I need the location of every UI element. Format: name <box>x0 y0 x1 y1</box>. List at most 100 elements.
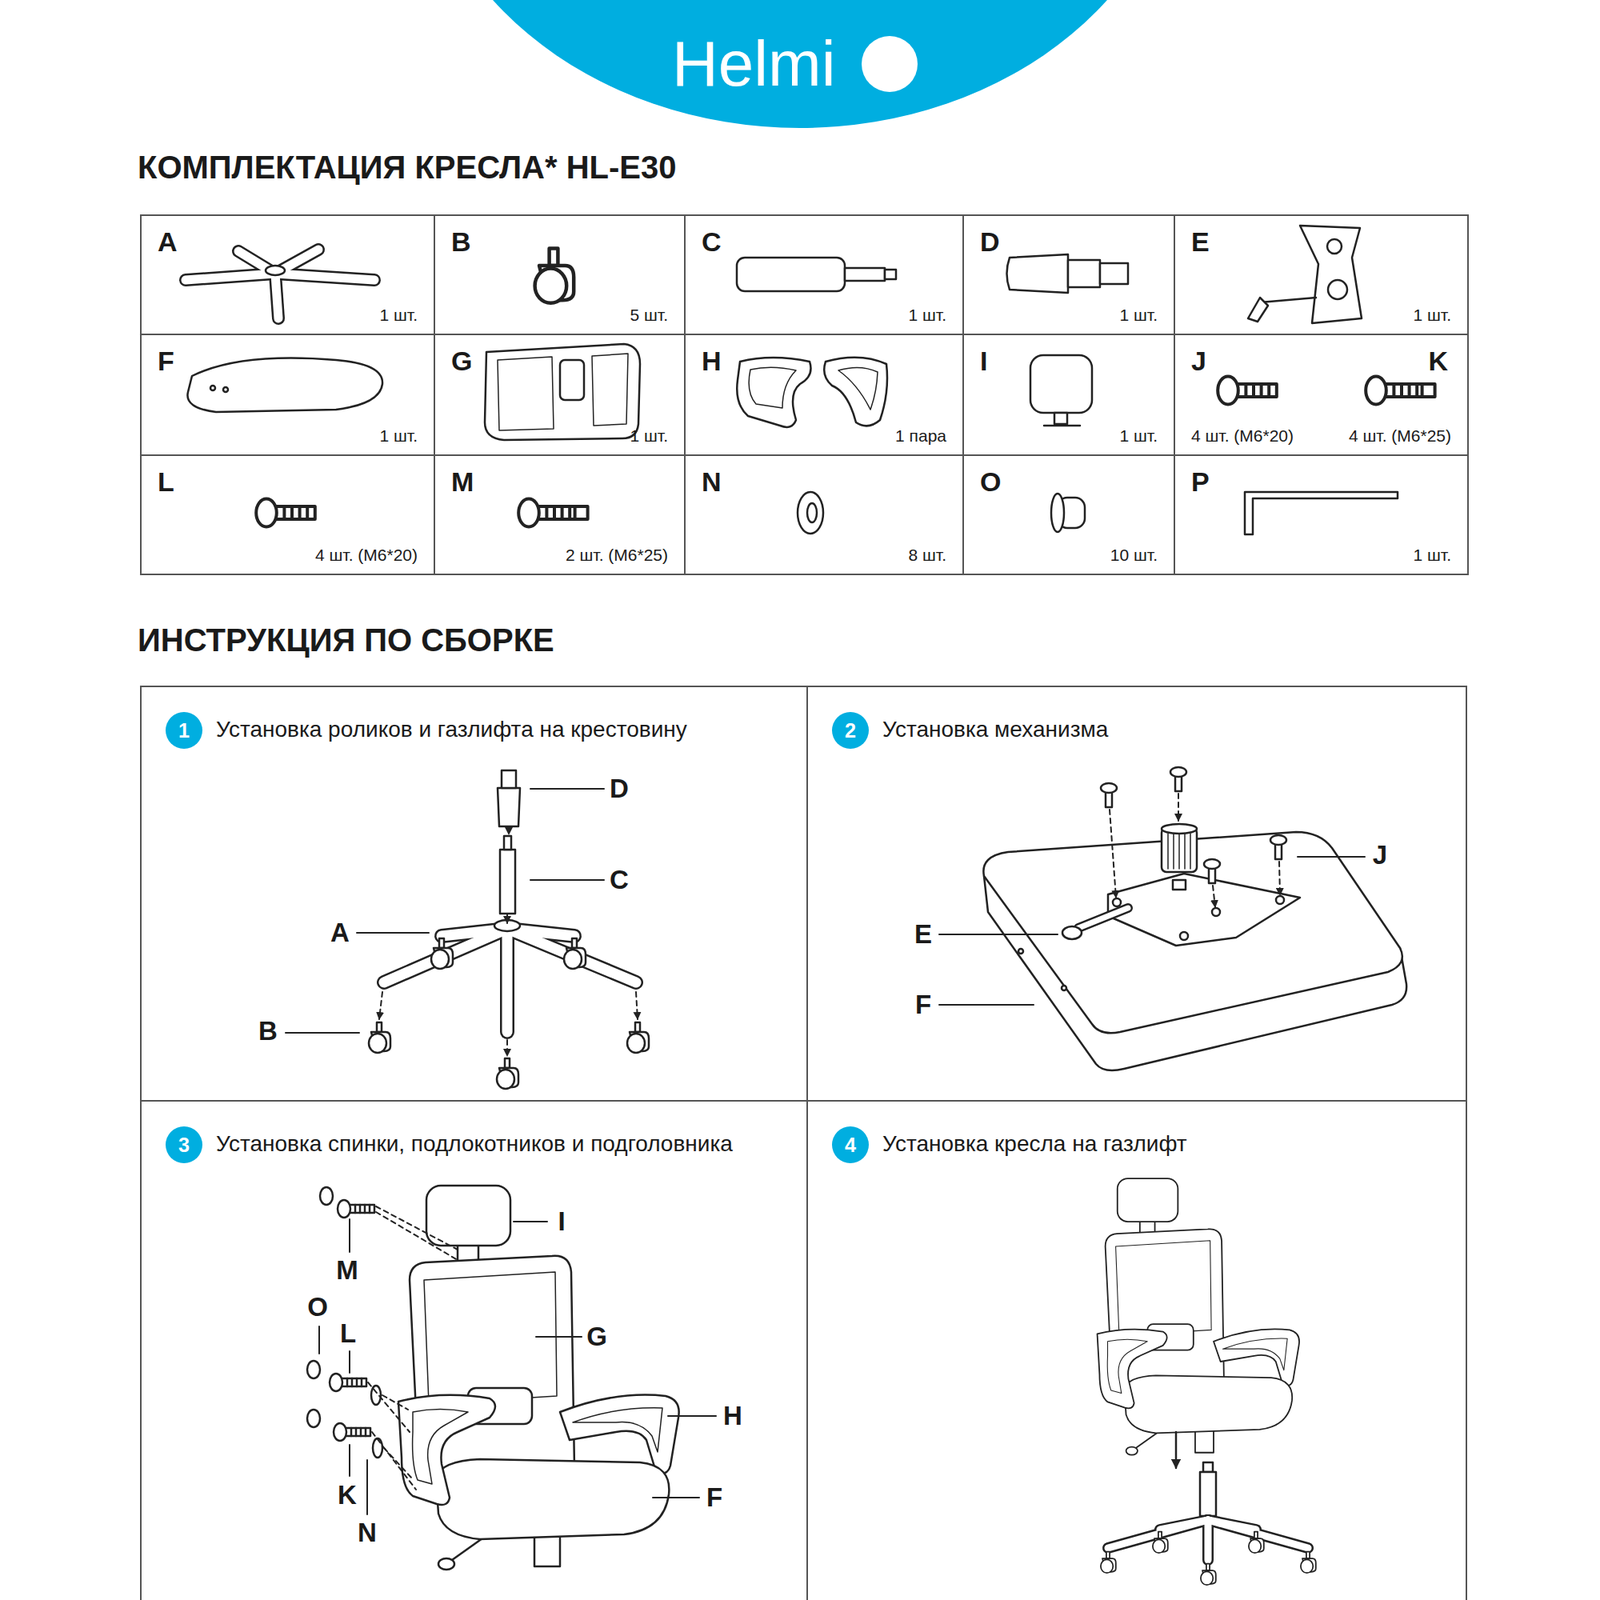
part-quantity: 1 шт. <box>380 304 419 326</box>
step-number-text: 2 <box>832 712 869 749</box>
step-title: Установка спинки, подлокотников и подгол… <box>216 1130 733 1158</box>
step-number-text: 1 <box>165 712 203 749</box>
callout-letter: F <box>704 1483 724 1512</box>
step-title: Установка роликов и газлифта на крестови… <box>216 716 688 744</box>
part-cell: L 4 шт. (M6*20) <box>140 454 436 576</box>
logo-shape <box>416 0 1184 128</box>
part-quantity: 1 шт. <box>908 304 948 326</box>
part-cell: P 1 шт. <box>1173 454 1469 576</box>
part-quantity: 4 шт. (M6*20) <box>1191 425 1294 447</box>
step2-illustration <box>939 767 1407 1071</box>
step-title: Установка кресла на газлифт <box>882 1130 1188 1158</box>
brand-logo: Helmi <box>672 28 836 100</box>
part-cell: H 1 пара <box>684 333 964 456</box>
part-letter: H <box>701 344 722 377</box>
step-number-text: 3 <box>165 1126 203 1164</box>
part-letter: O <box>980 465 1001 498</box>
callout-letter: H <box>721 1401 744 1431</box>
part-letter: A <box>157 225 178 258</box>
part-letter: I <box>980 344 988 377</box>
part-letter: K <box>1428 344 1448 377</box>
part-letter: F <box>157 344 175 377</box>
part-quantity: 5 шт. <box>630 304 669 326</box>
page-title: КОМПЛЕКТАЦИЯ КРЕСЛА* HL-E30 <box>137 148 677 187</box>
step-number: 1 <box>165 712 203 749</box>
part-quantity: 4 шт. (M6*20) <box>315 544 418 566</box>
step-panel: Установка спинки, подлокотников и подгол… <box>140 1100 808 1600</box>
callout-letter: N <box>356 1518 379 1548</box>
part-letter: M <box>451 465 474 498</box>
part-p-hexkey <box>1244 492 1398 535</box>
step-number: 2 <box>832 712 869 749</box>
part-cell: B 5 шт. <box>433 214 686 336</box>
part-m-screw <box>518 498 588 527</box>
part-n-washer <box>797 492 824 534</box>
section-heading: ИНСТРУКЦИЯ ПО СБОРКЕ <box>137 620 555 660</box>
part-k-screw <box>1365 376 1435 404</box>
step-number: 4 <box>832 1126 869 1164</box>
callout-letter: L <box>338 1319 358 1348</box>
callout-letter: B <box>256 1016 280 1046</box>
part-quantity: 1 шт. <box>1120 425 1159 447</box>
part-j-screw <box>1217 376 1277 404</box>
part-quantity: 10 шт. <box>1110 544 1158 566</box>
step-number-text: 4 <box>832 1126 869 1164</box>
part-letter: D <box>980 225 1000 258</box>
part-quantity: 8 шт. <box>908 544 948 566</box>
part-f-seat <box>187 358 383 413</box>
part-e-mechanism <box>1248 225 1362 324</box>
callout-letter: J <box>1371 840 1389 870</box>
callout-letter: K <box>336 1480 359 1510</box>
step3-illustration <box>307 1185 716 1570</box>
logo-band: Helmi <box>672 28 864 100</box>
part-letter: G <box>451 344 472 377</box>
part-h-armrests <box>736 357 888 428</box>
part-quantity: 1 шт. <box>1413 304 1452 326</box>
part-quantity: 2 шт. (M6*25) <box>565 544 668 566</box>
part-cell: G1 шт. <box>433 333 686 456</box>
part-b-caster <box>535 248 575 303</box>
step-number: 3 <box>165 1126 203 1164</box>
callout-letter: O <box>305 1292 330 1322</box>
part-quantity: 1 шт. <box>380 425 419 447</box>
part-c-gaslift <box>736 257 896 292</box>
part-cell: O 10 шт. <box>962 454 1176 576</box>
part-cell: J K 4 шт. (M6*20) 4 шт. (M6*25) <box>1173 333 1469 456</box>
part-cell: E 1 шт. <box>1173 214 1469 336</box>
part-cell: F 1 шт. <box>140 333 436 456</box>
part-i-headrest <box>1030 355 1092 426</box>
part-letter: J <box>1191 344 1207 377</box>
callout-letter: G <box>584 1322 609 1352</box>
part-quantity: 1 шт. <box>1413 544 1452 566</box>
part-letter: L <box>157 465 175 498</box>
part-letter: B <box>451 225 472 258</box>
part-letter: C <box>701 225 722 258</box>
part-quantity: 4 шт. (M6*25) <box>1348 425 1452 447</box>
part-d-cover <box>1007 254 1129 293</box>
part-letter: N <box>701 465 722 498</box>
callout-letter: M <box>334 1256 360 1285</box>
part-l-screw <box>256 498 316 527</box>
part-a-base <box>185 249 375 319</box>
part-quantity: 1 шт. <box>1120 304 1159 326</box>
callout-letter: C <box>608 865 631 895</box>
callout-letter: I <box>556 1207 567 1236</box>
part-letter: E <box>1191 225 1210 258</box>
step-panel: Установка роликов и газлифта на крестови… <box>140 685 808 1102</box>
step-panel: Установка кресла на газлифт 4 <box>806 1100 1468 1600</box>
step-title: Установка механизма <box>882 716 1108 744</box>
part-letter: P <box>1191 465 1210 498</box>
part-cell: N 8 шт. <box>684 454 964 576</box>
callout-letter: E <box>912 920 934 949</box>
part-cell: D 1 шт. <box>962 214 1176 336</box>
part-quantity: 1 пара <box>895 425 947 447</box>
callout-letter: D <box>608 774 631 804</box>
part-cell: A 1 шт. <box>140 214 436 336</box>
part-cell: C 1 шт. <box>684 214 964 336</box>
callout-letter: A <box>328 918 352 948</box>
part-cell: I 1 шт. <box>962 333 1176 456</box>
step1-illustration <box>285 770 649 1089</box>
callout-letter: F <box>913 990 933 1020</box>
